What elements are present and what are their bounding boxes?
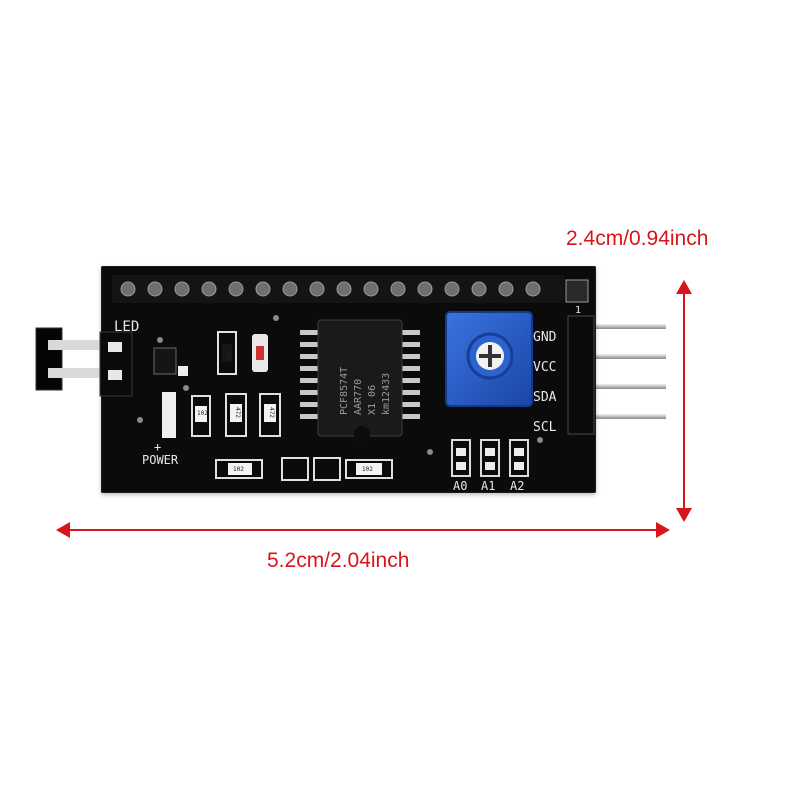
chip-marking: km12433 (381, 372, 392, 415)
resistor-code: 472 (267, 407, 275, 418)
resistor-code: 102 (197, 410, 208, 417)
resistor-code: 472 (233, 407, 241, 418)
pin1-mark: 1 (575, 305, 582, 316)
width-dimension-label: 5.2cm/2.04inch (267, 549, 410, 572)
led-jumper (35, 327, 133, 397)
chip-marking: AAR770 (353, 378, 364, 415)
transistor (153, 347, 177, 375)
address-label-a2: A2 (510, 479, 525, 493)
resistor-code: 102 (362, 466, 373, 473)
pin-label-sda: SDA (533, 390, 557, 405)
pin-label-gnd: GND (533, 330, 557, 345)
pcf8574-chip (300, 319, 420, 442)
resistor-code: 102 (224, 349, 232, 360)
address-label-a1: A1 (481, 479, 496, 493)
pin-label-vcc: VCC (533, 360, 557, 375)
resistors (162, 331, 393, 481)
address-pads (451, 439, 529, 477)
lcd-pad-row (112, 275, 589, 303)
header-block (567, 315, 595, 435)
pin-label-scl: SCL (533, 420, 557, 435)
plus-mark: + (154, 440, 162, 454)
power-label: POWER (142, 453, 179, 467)
header-pins (580, 324, 666, 419)
address-label-a0: A0 (453, 479, 468, 493)
chip-marking: PCF8574T (339, 366, 350, 415)
potentiometer (445, 311, 533, 407)
chip-marking: X1 06 (367, 384, 378, 415)
resistor-code: 102 (233, 466, 244, 473)
height-dimension-label: 2.4cm/0.94inch (566, 227, 709, 250)
led-label: LED (114, 319, 140, 335)
